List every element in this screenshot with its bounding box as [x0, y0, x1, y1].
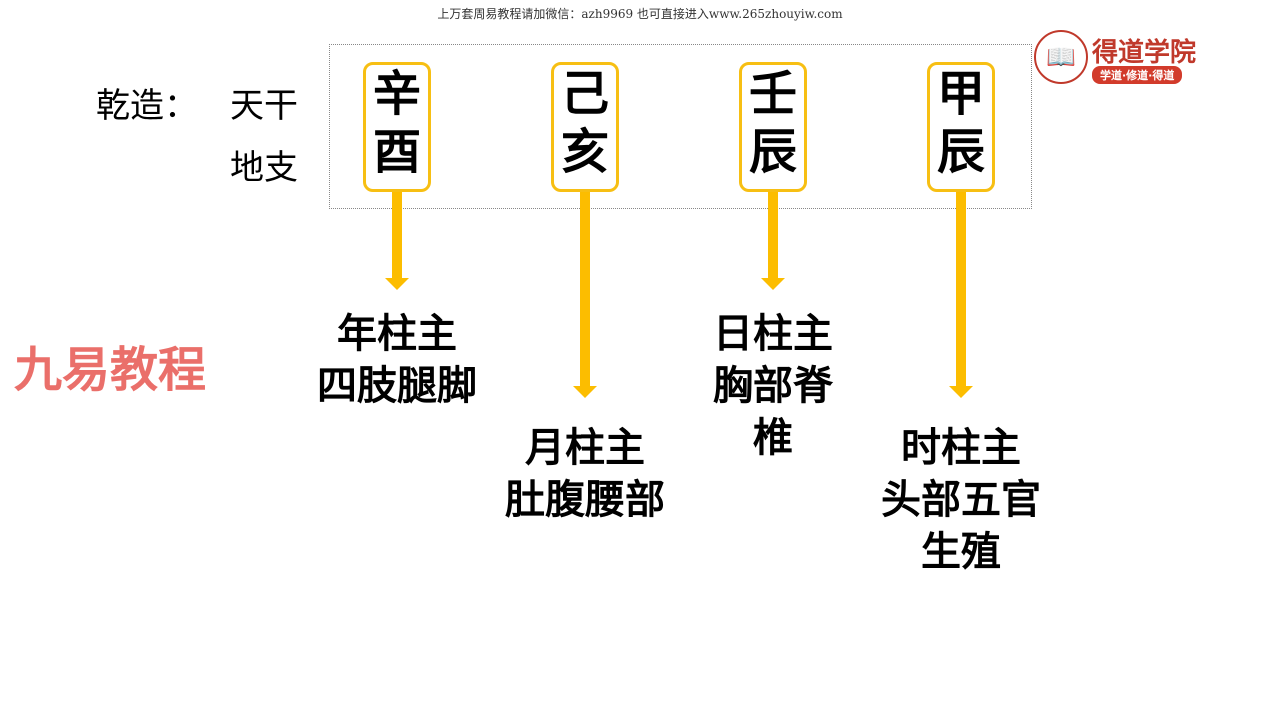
pillars-frame [329, 44, 1032, 209]
logo-title: 得道学院 [1092, 38, 1197, 68]
desc-hour: 时柱主头部五官生殖 [881, 425, 1041, 575]
pillar-year: 辛酉 [363, 62, 431, 192]
book-icon: 📖 [1034, 30, 1088, 84]
arrow-year [385, 188, 409, 290]
chart-label: 乾造： [96, 86, 198, 126]
branch-label: 地支 [230, 148, 298, 188]
logo-subtitle: 学道·修道·得道 [1092, 66, 1183, 84]
pillar-hour: 甲辰 [927, 62, 995, 192]
desc-month: 月柱主肚腹腰部 [505, 425, 665, 523]
arrow-day [761, 188, 785, 290]
arrow-month [573, 188, 597, 398]
pillar-day: 壬辰 [739, 62, 807, 192]
watermark-text: 上万套周易教程请加微信：azh9969 也可直接进入www.265zhouyiw… [437, 7, 843, 21]
brand-watermark: 九易教程 [14, 342, 207, 398]
stem-label: 天干 [230, 86, 298, 126]
arrow-hour [949, 188, 973, 398]
desc-day: 日柱主胸部脊椎 [713, 311, 833, 461]
logo: 📖 得道学院 学道·修道·得道 [1034, 30, 1204, 85]
desc-year: 年柱主四肢腿脚 [317, 311, 477, 409]
pillar-month: 己亥 [551, 62, 619, 192]
